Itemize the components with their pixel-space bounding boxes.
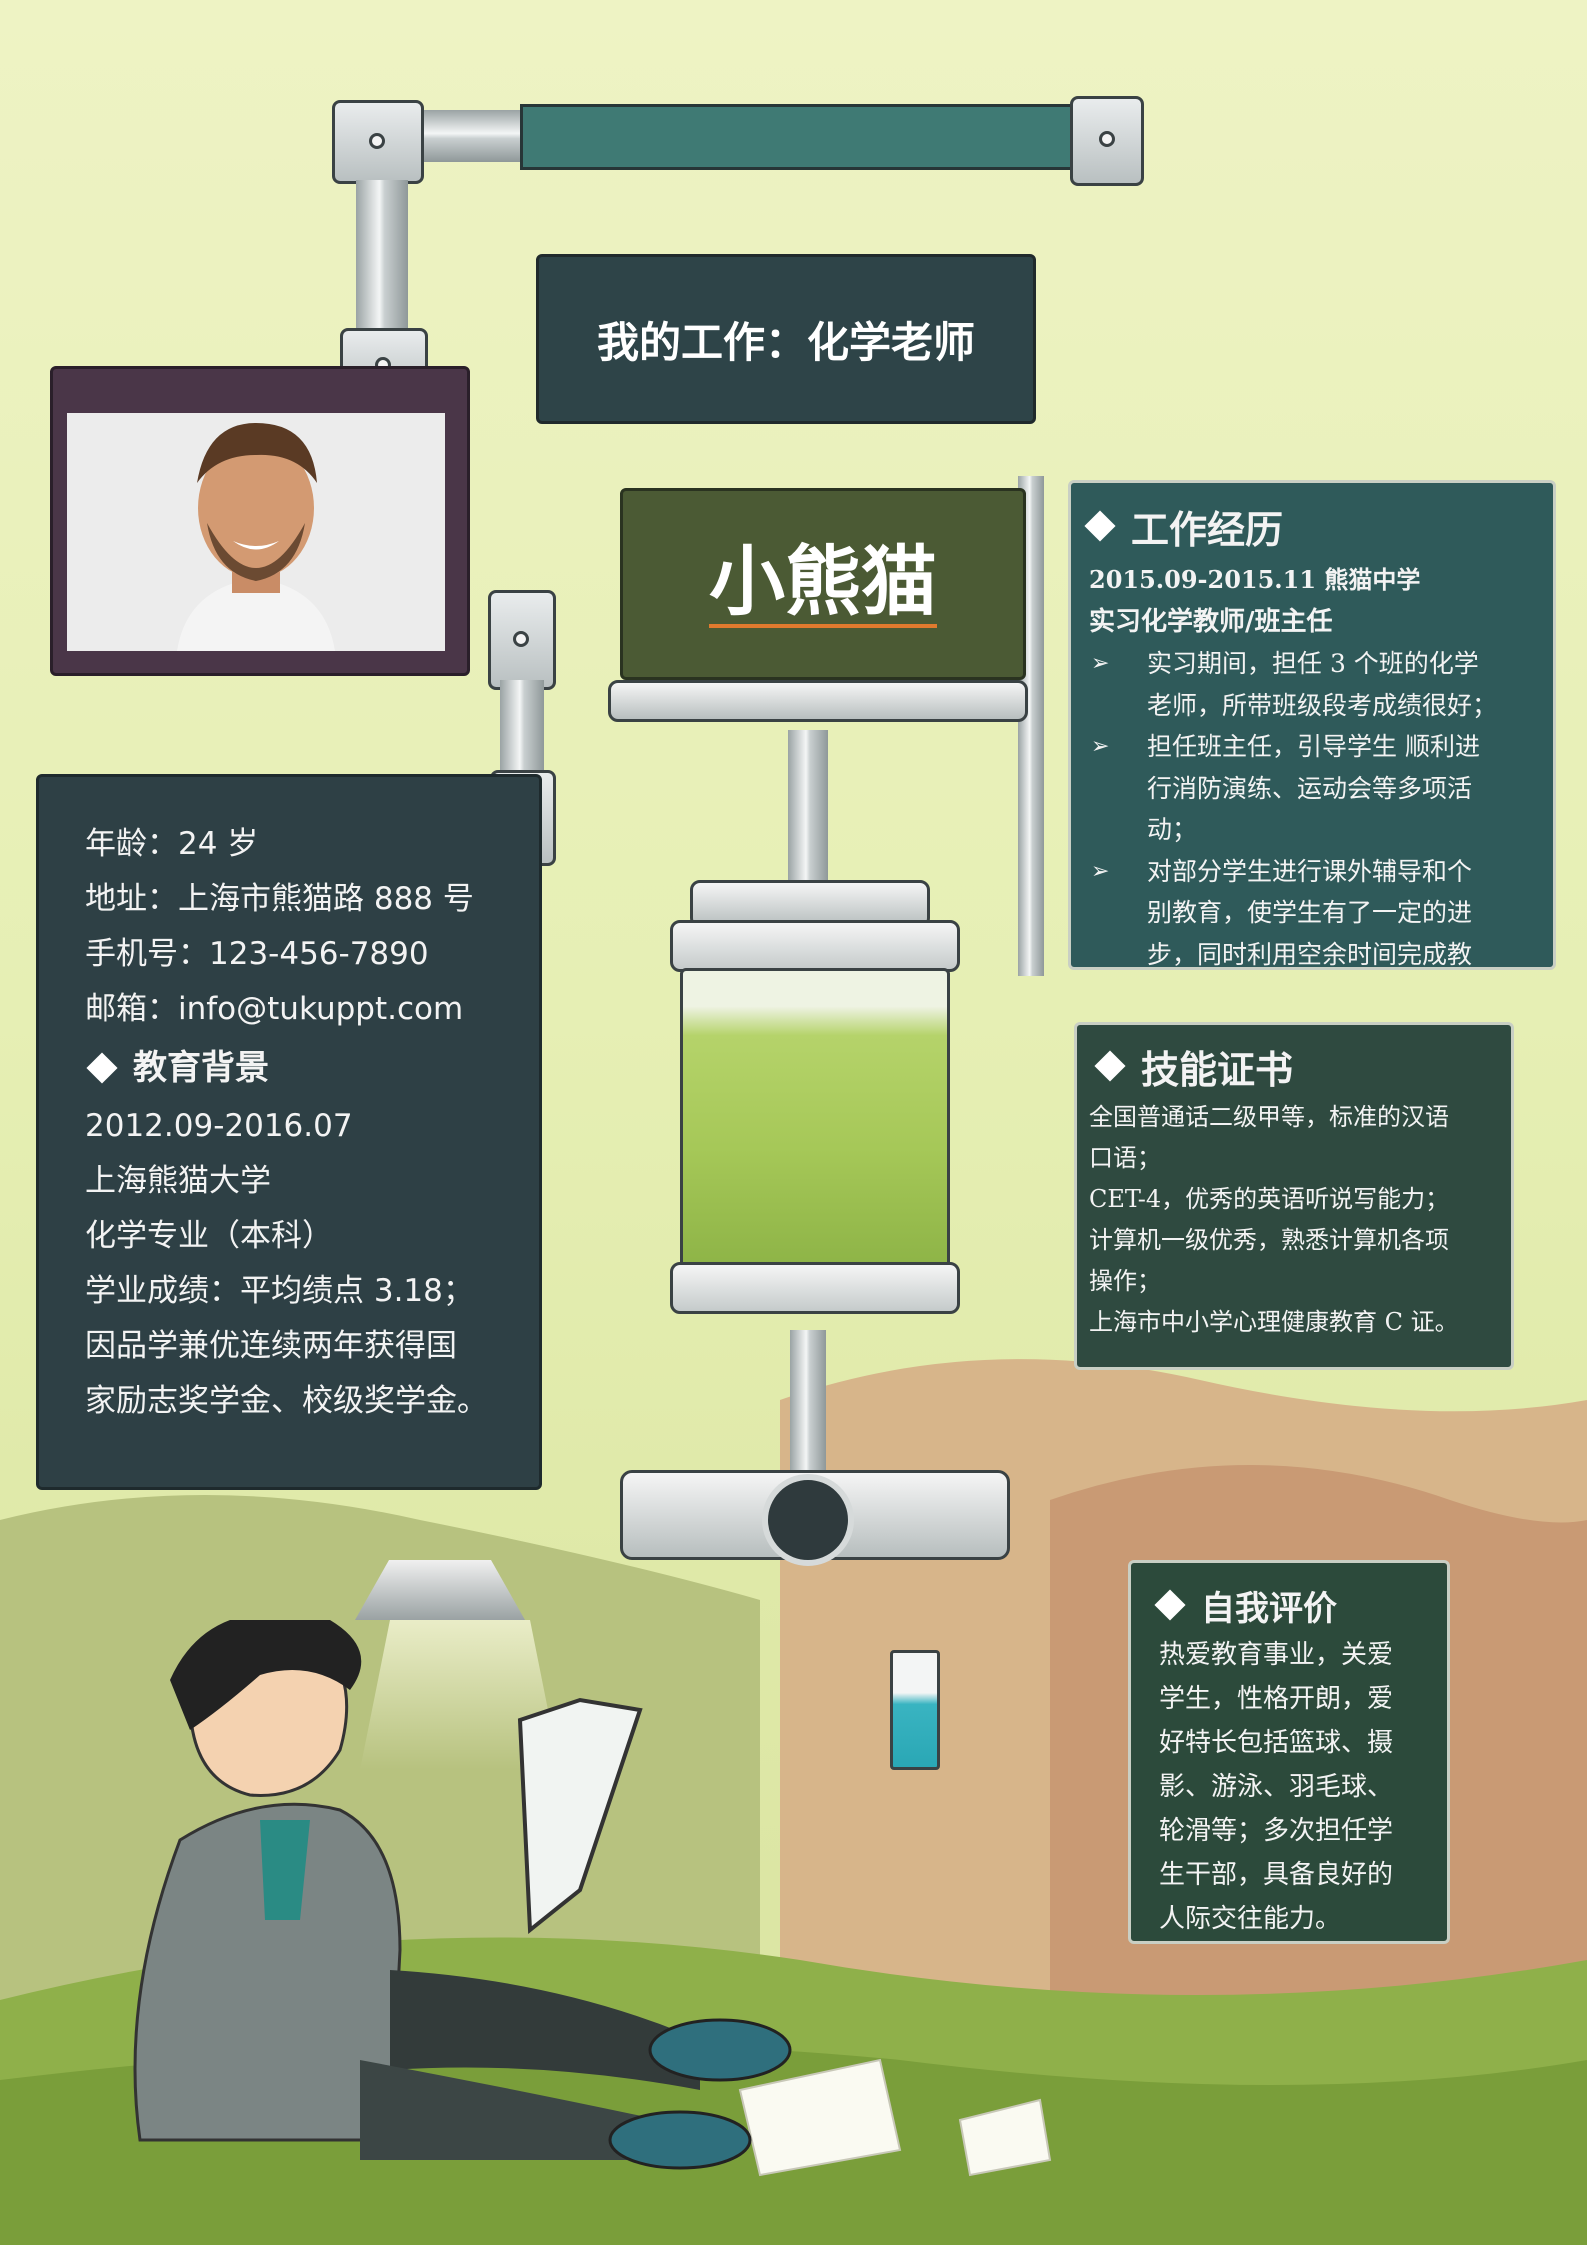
skills-line: 操作；: [1089, 1267, 1161, 1295]
list-item: ➢ 对部分学生进行课外辅导和个别教育，使学生有了一定的进步，同时利用空余时间完成…: [1089, 851, 1537, 968]
work-duties: ➢ 实习期间，担任 3 个班的化学老师，所带班级段考成绩很好； ➢ 担任班主任，…: [1089, 643, 1537, 968]
skills-list: 全国普通话二级甲等，标准的汉语 口语； CET-4，优秀的英语听说写能力； 计算…: [1089, 1097, 1501, 1343]
work-heading-label: 工作经历: [1131, 507, 1284, 552]
pipe-joint: [1070, 96, 1144, 186]
diamond-icon: [1084, 510, 1116, 542]
education-heading-label: 教育背景: [133, 1047, 269, 1088]
pipe-joint: [332, 100, 424, 184]
center-vertical-pipe: [788, 730, 828, 890]
top-teal-tube: [520, 104, 1080, 170]
work-heading: 工作经历: [1084, 493, 1537, 559]
candidate-name: 小熊猫: [709, 537, 937, 628]
pipe-joint: [488, 590, 556, 690]
job-title-panel: 我的工作：化学老师: [536, 254, 1036, 424]
skills-panel: 技能证书 全国普通话二级甲等，标准的汉语 口语； CET-4，优秀的英语听说写能…: [1074, 1022, 1514, 1370]
valve-dial: [762, 1474, 854, 1566]
list-item: ➢ 担任班主任，引导学生 顺利进行消防演练、运动会等多项活动；: [1089, 726, 1537, 851]
skills-line: CET-4，优秀的英语听说写能力；: [1089, 1185, 1450, 1213]
education-award-line: 家励志奖学金、校级奖学金。: [85, 1383, 488, 1419]
self-eval-line: 轮滑等；多次担任学: [1159, 1816, 1394, 1846]
skills-heading: 技能证书: [1089, 1035, 1501, 1097]
skills-line: 口语；: [1089, 1144, 1161, 1172]
education-period: 2012.09-2016.07: [85, 1108, 353, 1144]
education-gpa: 学业成绩：平均绩点 3.18；: [85, 1273, 474, 1309]
skills-line: 上海市中小学心理健康教育 C 证。: [1089, 1308, 1459, 1336]
avatar: [67, 413, 445, 651]
lamp-shade: [355, 1560, 525, 1620]
self-eval-line: 人际交往能力。: [1159, 1904, 1342, 1934]
test-tube: [890, 1650, 940, 1770]
self-eval-heading-label: 自我评价: [1201, 1588, 1337, 1629]
arrow-bullet-icon: ➢: [1091, 734, 1110, 759]
lower-vertical-pipe: [790, 1330, 826, 1480]
job-title: 我的工作：化学老师: [596, 317, 975, 367]
education-major: 化学专业（本科）: [85, 1218, 333, 1254]
list-item: ➢ 实习期间，担任 3 个班的化学老师，所带班级段考成绩很好；: [1089, 643, 1537, 726]
work-role: 实习化学教师/班主任: [1089, 607, 1333, 637]
arrow-bullet-icon: ➢: [1091, 651, 1110, 676]
address-text: 地址：上海市熊猫路 888 号: [85, 881, 474, 917]
education-heading: 教育背景: [86, 1039, 539, 1097]
work-period-org: 2015.09-2015.11 熊猫中学: [1089, 565, 1421, 594]
machine-top-plate: [608, 680, 1028, 722]
self-eval-line: 学生，性格开朗，爱: [1159, 1684, 1394, 1714]
name-panel: 小熊猫: [620, 488, 1026, 680]
arrow-bullet-icon: ➢: [1091, 858, 1110, 884]
self-eval-line: 热爱教育事业，关爱: [1159, 1640, 1394, 1670]
email-text: 邮箱：info@tukuppt.com: [85, 991, 464, 1027]
student-illustration: [133, 1620, 792, 2170]
self-eval-heading: 自我评价: [1154, 1577, 1437, 1633]
work-panel: 工作经历 2015.09-2015.11 熊猫中学 实习化学教师/班主任 ➢ 实…: [1068, 480, 1556, 970]
self-eval-panel: 自我评价 热爱教育事业，关爱 学生，性格开朗，爱 好特长包括篮球、摄 影、游泳、…: [1128, 1560, 1450, 1944]
self-eval-text: 热爱教育事业，关爱 学生，性格开朗，爱 好特长包括篮球、摄 影、游泳、羽毛球、 …: [1159, 1633, 1437, 1941]
self-eval-line: 影、游泳、羽毛球、: [1159, 1772, 1394, 1802]
diamond-icon: [86, 1052, 118, 1084]
skills-heading-label: 技能证书: [1141, 1047, 1294, 1092]
jar-ring: [670, 920, 960, 972]
age-text: 年龄：24 岁: [85, 826, 259, 862]
skills-line: 计算机一级优秀，熟悉计算机各项: [1089, 1226, 1449, 1254]
self-eval-line: 好特长包括篮球、摄: [1159, 1728, 1394, 1758]
diamond-icon: [1154, 1589, 1186, 1621]
skills-line: 全国普通话二级甲等，标准的汉语: [1089, 1103, 1449, 1131]
phone-text: 手机号：123-456-7890: [85, 936, 429, 972]
diamond-icon: [1094, 1050, 1126, 1082]
education-award-line: 因品学兼优连续两年获得国: [85, 1328, 457, 1364]
photo-frame: [50, 366, 470, 676]
jar-base: [670, 1262, 960, 1314]
education-school: 上海熊猫大学: [85, 1163, 271, 1199]
flask-jar: [680, 968, 950, 1268]
profile-panel: 年龄：24 岁 地址：上海市熊猫路 888 号 手机号：123-456-7890…: [36, 774, 542, 1490]
self-eval-line: 生干部，具备良好的: [1159, 1860, 1394, 1890]
